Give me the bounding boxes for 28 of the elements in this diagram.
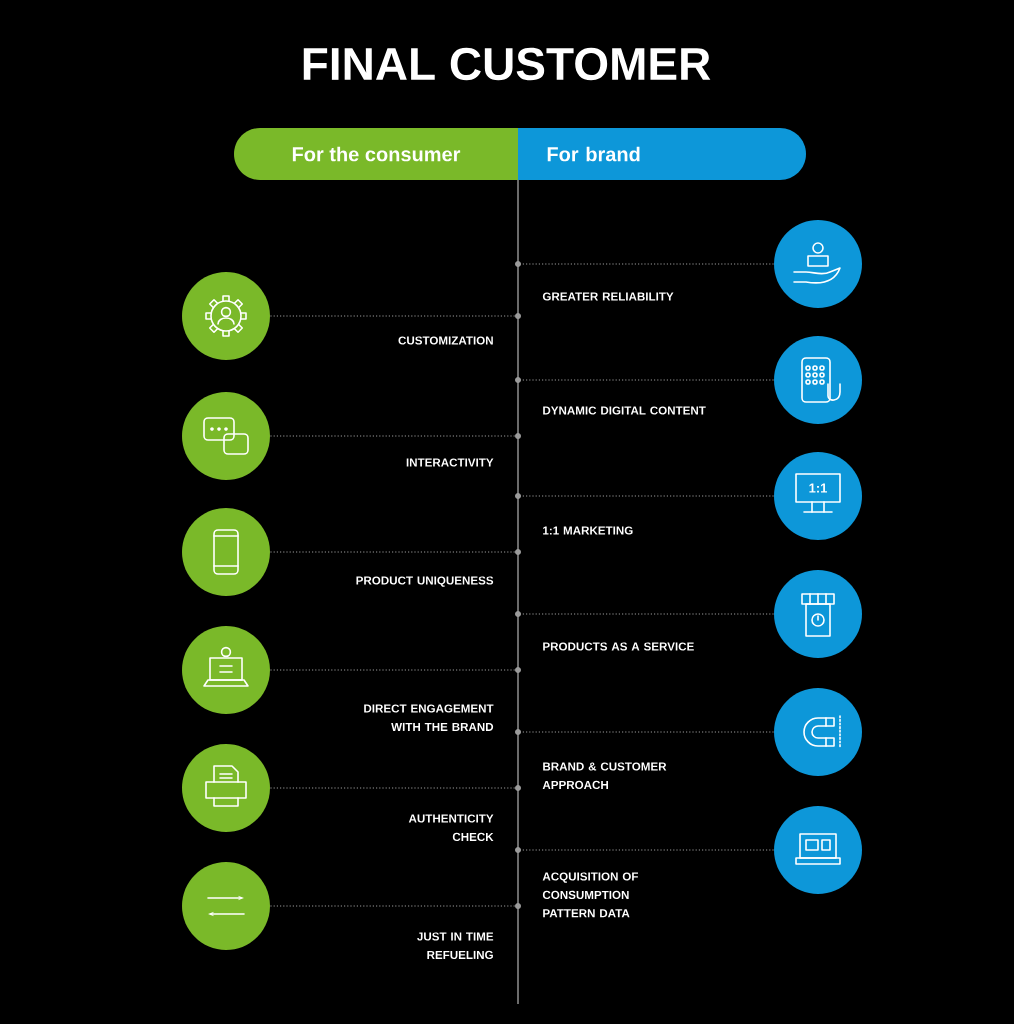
timeline-line [515, 180, 521, 1004]
connector-line [518, 613, 775, 615]
connector-line [518, 731, 775, 733]
connector-line [518, 495, 775, 497]
icon-circle [774, 570, 862, 658]
icon-circle [774, 336, 862, 424]
icon-circle [774, 806, 862, 894]
icon-circle [182, 862, 270, 950]
connector-line [269, 551, 518, 553]
icon-circle [182, 744, 270, 832]
icon-circle [774, 452, 862, 540]
brand-header: For brand [518, 128, 806, 180]
title: FINAL CUSTOMER [303, 47, 711, 81]
icon-circle [182, 626, 270, 714]
icon-circle [182, 272, 270, 360]
connector-line [269, 787, 518, 789]
connector-line [518, 379, 775, 381]
icon-circle [182, 508, 270, 596]
icon-circle [182, 392, 270, 480]
connector-line [269, 669, 518, 671]
connector-line [518, 263, 775, 265]
icon-circle [774, 220, 862, 308]
connector-line [269, 315, 518, 317]
icon-circle [774, 688, 862, 776]
connector-line [269, 905, 518, 907]
connector-line [518, 849, 775, 851]
connector-line [269, 435, 518, 437]
consumer-header: For the consumer [234, 128, 518, 180]
